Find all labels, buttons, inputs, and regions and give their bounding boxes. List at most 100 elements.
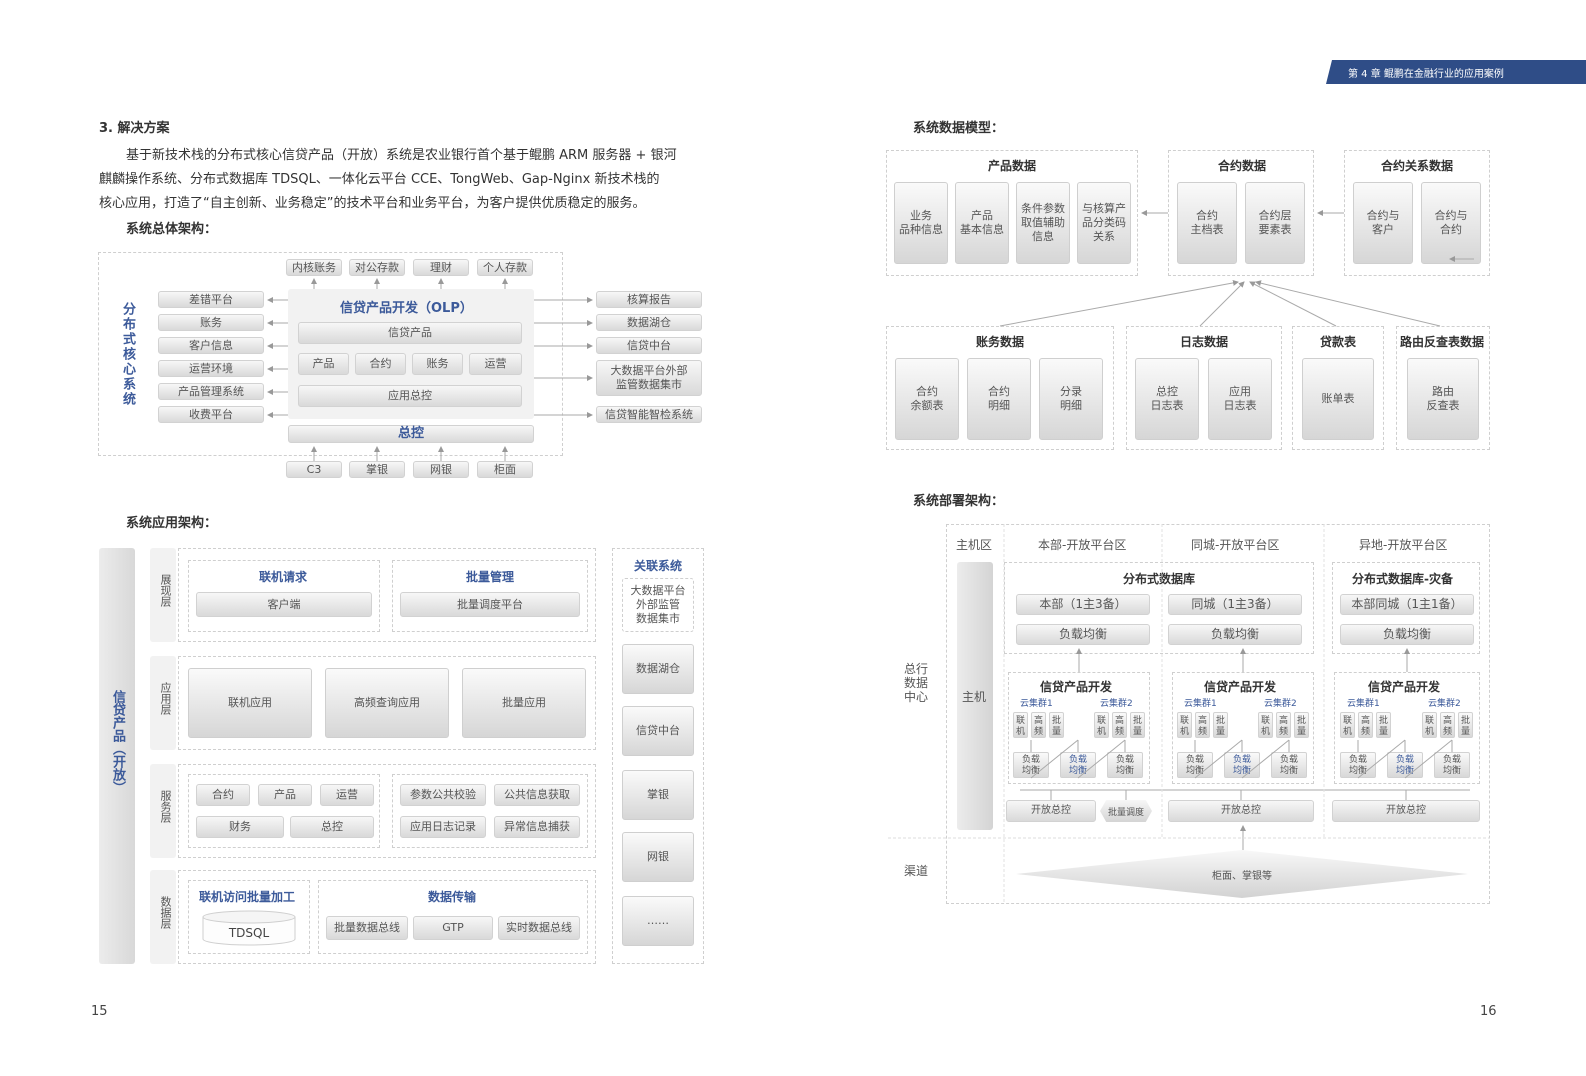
right-system-box: 数据湖仓 — [596, 314, 702, 331]
mini-node: 高频 — [1440, 712, 1455, 738]
service-box: 异常信息捕获 — [494, 816, 580, 838]
related-box: 掌银 — [622, 770, 694, 820]
right-system-box: 核算报告 — [596, 291, 702, 308]
batch-mgmt-group — [392, 560, 588, 632]
distributed-core-label: 分布式核心系统 — [120, 302, 135, 407]
layer-tab — [150, 764, 176, 858]
related-systems — [612, 548, 704, 964]
service-box: 应用日志记录 — [400, 816, 486, 838]
log-data-group — [1126, 326, 1282, 450]
dm-tile: 合约 明细 — [967, 358, 1031, 440]
service-box: 运营 — [320, 784, 374, 806]
data-transfer-title: 数据传输 — [428, 890, 477, 904]
mini-node: 高频 — [1276, 712, 1291, 738]
olp-app-control: 应用总控 — [298, 385, 522, 407]
bottom-channel-box: 网银 — [413, 461, 469, 478]
dm-tile: 合约 余额表 — [895, 358, 959, 440]
dm-tile: 应用 日志表 — [1208, 358, 1272, 440]
dm-tile: 分录 明细 — [1039, 358, 1103, 440]
layer-label: 数据层 — [159, 896, 172, 929]
mini-node: 批量 — [1213, 712, 1228, 738]
dm-tile: 合约与 客户 — [1353, 182, 1413, 264]
right-system-box: 信贷智能智检系统 — [596, 406, 702, 423]
db-lb: 负载均衡 — [1340, 624, 1474, 645]
dm-tile: 业务 品种信息 — [894, 182, 948, 264]
service-box: 总控 — [290, 816, 374, 838]
app-box: 批量应用 — [462, 668, 586, 738]
dm-tile: 产品 基本信息 — [955, 182, 1009, 264]
zone-label: 本部-开放平台区 — [1038, 538, 1127, 552]
db-group — [1004, 562, 1314, 654]
data-model-title: 系统数据模型： — [913, 121, 1005, 136]
data-transfer-box: 批量数据总线 — [326, 916, 408, 940]
service-box: 参数公共校验 — [400, 784, 486, 806]
top-box: 对公存款 — [349, 259, 405, 276]
right-system-box: 大数据平台外部 监管数据集市 — [596, 360, 702, 396]
olp-module: 运营 — [469, 353, 522, 375]
dm-tile: 路由 反查表 — [1407, 358, 1479, 440]
dm-tile: 合约 主档表 — [1177, 182, 1237, 264]
credit-product-label: 信贷产品（开放） — [110, 690, 125, 794]
cluster-label: 云集群2 — [1100, 699, 1133, 709]
olp-product: 信贷产品 — [298, 322, 522, 344]
master-control: 总控 — [288, 425, 534, 443]
cluster-lb: 负载均衡 — [1177, 752, 1213, 778]
open-control: 开放总控 — [1168, 800, 1314, 822]
related-box: 网银 — [622, 832, 694, 882]
related-box: 信贷中台 — [622, 706, 694, 756]
mini-node: 高频 — [1031, 712, 1046, 738]
row-label-channel: 渠道 — [904, 864, 929, 878]
left-system-box: 运营环境 — [158, 360, 264, 377]
paragraph-line-3: 核心应用，打造了“自主创新、业务稳定”的技术平台和业务平台，为客户提供优质稳定的… — [99, 196, 646, 211]
data-left-title: 联机访问批量加工 — [199, 890, 296, 904]
olp-module: 产品 — [298, 353, 349, 375]
database-icon — [202, 910, 296, 946]
layer-tab — [150, 870, 176, 964]
mini-node: 批量 — [1458, 712, 1473, 738]
mini-node: 批量 — [1294, 712, 1309, 738]
data-layer — [178, 870, 596, 964]
service-box: 合约 — [196, 784, 250, 806]
top-box: 理财 — [413, 259, 469, 276]
top-box: 个人存款 — [477, 259, 533, 276]
mini-node: 高频 — [1195, 712, 1210, 738]
mini-node: 联机 — [1094, 712, 1109, 738]
olp-cluster-title: 信贷产品开发 — [1040, 680, 1113, 694]
data-transfer-box: GTP — [413, 916, 493, 940]
olp-cluster-title: 信贷产品开发 — [1368, 680, 1441, 694]
dm-tile: 与核算产 品分类码 关系 — [1077, 182, 1131, 264]
overall-arch-title: 系统总体架构： — [126, 222, 218, 237]
related-title: 关联系统 — [634, 559, 683, 573]
db-title: 分布式数据库 — [1123, 572, 1196, 586]
mini-node: 高频 — [1358, 712, 1373, 738]
layer-tab — [150, 656, 176, 750]
loan-table-group — [1292, 326, 1384, 450]
batch-sched-diamond: 批量调度 — [1100, 800, 1152, 822]
paragraph-line-2: 麒麟操作系统、分布式数据库 TDSQL、一体化云平台 CCE、TongWeb、G… — [99, 172, 660, 187]
mini-node: 批量 — [1376, 712, 1391, 738]
cluster-lb: 负载均衡 — [1107, 752, 1143, 778]
account-data-title: 账务数据 — [976, 335, 1025, 349]
zone-label: 同城-开放平台区 — [1191, 538, 1280, 552]
dm-tile: 合约层 要素表 — [1245, 182, 1305, 264]
chapter-header-tab: 第 4 章 鲲鹏在金融行业的应用案例 — [1326, 60, 1586, 84]
olp-cluster-title: 信贷产品开发 — [1204, 680, 1277, 694]
olp-cluster-group — [1008, 672, 1150, 784]
cluster-label: 云集群2 — [1428, 699, 1461, 709]
db-node: 本部（1主3备） — [1016, 594, 1150, 615]
account-data-group — [886, 326, 1114, 450]
online-request-title: 联机请求 — [259, 570, 308, 584]
batch-sched-label: 批量调度 — [1107, 808, 1144, 818]
page-number-right: 16 — [1480, 1004, 1497, 1019]
left-system-box: 账务 — [158, 314, 264, 331]
service-right-group — [392, 774, 588, 848]
host-label: 主机 — [962, 690, 987, 704]
cluster-label: 云集群1 — [1020, 699, 1053, 709]
dm-tile: 合约与 合约 — [1421, 182, 1481, 264]
batch-mgmt-title: 批量管理 — [466, 570, 515, 584]
mini-node: 高频 — [1112, 712, 1127, 738]
db-node: 同城（1主3备） — [1168, 594, 1302, 615]
right-system-box: 信贷中台 — [596, 337, 702, 354]
data-transfer-box: 实时数据总线 — [498, 916, 580, 940]
